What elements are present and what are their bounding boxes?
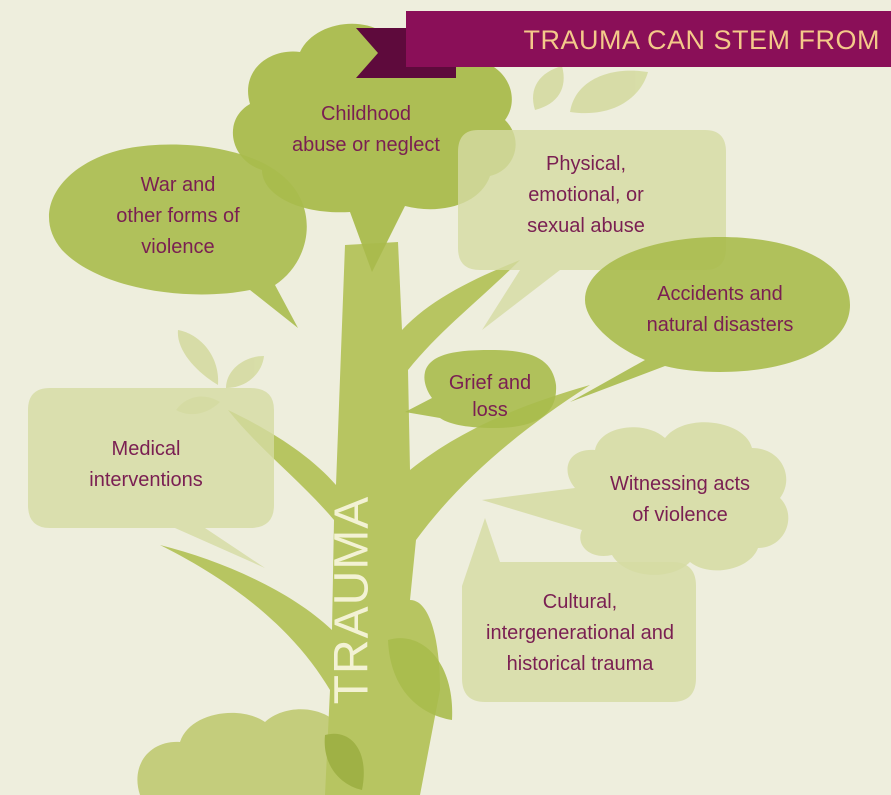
bubble-witnessing — [482, 422, 789, 575]
bubble-grief — [405, 350, 557, 428]
bubble-childhood — [232, 23, 516, 272]
bubble-war — [48, 144, 307, 328]
trunk-label-text: TRAUMA — [325, 495, 379, 705]
bubble-cultural — [462, 518, 696, 702]
banner-title: TRAUMA CAN STEM FROM — [523, 25, 880, 55]
bubble-medical — [28, 388, 274, 568]
title-banner — [356, 11, 891, 78]
bubble-physical — [458, 130, 726, 330]
bubble-accidents — [570, 237, 850, 402]
trunk-leaves — [324, 638, 453, 790]
bottom-bush — [137, 709, 375, 795]
tree-trunk-and-branches — [160, 242, 590, 795]
